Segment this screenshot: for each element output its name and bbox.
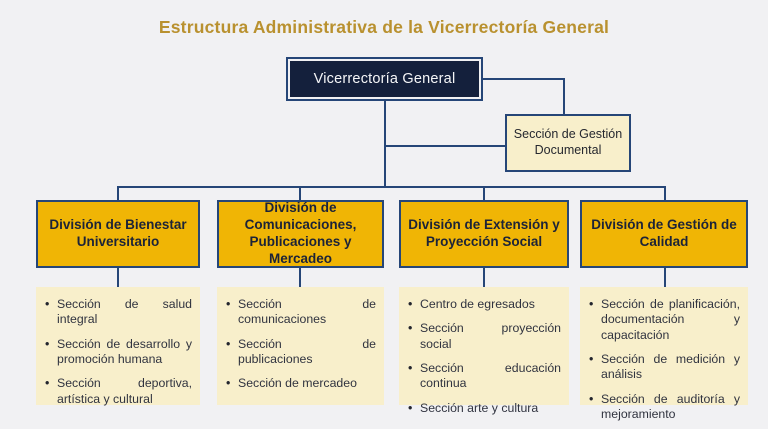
connector-distribution-horizontal [117,186,666,188]
node-division-comunicaciones-publicaciones-mercadeo: División de Comunicaciones, Publicacione… [217,200,384,268]
section-item: Sección de medición y análisis [586,352,740,383]
connector-division-1-to-list [117,268,119,287]
node-division-extension-proyeccion-social: División de Extensión y Proyección Socia… [399,200,569,268]
section-item: Sección de publicaciones [223,337,376,368]
section-item: Sección educación continua [405,361,561,392]
connector-root-to-side-horizontal [483,78,565,80]
node-seccion-gestion-documental: Sección de Gestión Documental [505,114,631,172]
node-division-bienestar-universitario: División de Bienestar Universitario [36,200,200,268]
connector-division-2-to-list [299,268,301,287]
division-label: División de Gestión de Calidad [591,217,737,249]
node-vicerrectoria-general-label: Vicerrectoría General [313,71,456,87]
division-label: División de Bienestar Universitario [49,217,187,249]
section-item: Sección de salud integral [42,297,192,328]
section-item: Sección de comunicaciones [223,297,376,328]
list-comunicaciones-sections: Sección de comunicacionesSección de publ… [217,287,384,405]
node-division-gestion-calidad: División de Gestión de Calidad [580,200,748,268]
connector-trunk-vertical [384,101,386,187]
division-label: División de Comunicaciones, Publicacione… [244,200,357,266]
section-list: Sección de comunicacionesSección de publ… [223,297,376,392]
connector-side-drop-vertical [563,78,565,114]
section-list: Centro de egresadosSección proyección so… [405,297,561,417]
connector-division-3-to-list [483,268,485,287]
section-item: Centro de egresados [405,297,561,313]
node-seccion-gestion-documental-label: Sección de Gestión Documental [513,127,623,157]
section-item: Sección de planificación, documentación … [586,297,740,343]
section-item: Sección deportiva, artística y cultural [42,376,192,407]
page-title: Estructura Administrativa de la Vicerrec… [158,17,610,37]
section-item: Sección de auditoría y mejoramiento [586,392,740,423]
section-list: Sección de salud integralSección de desa… [42,297,192,407]
section-list: Sección de planificación, documentación … [586,297,740,423]
list-bienestar-universitario-sections: Sección de salud integralSección de desa… [36,287,200,407]
section-item: Sección de mercadeo [223,376,376,392]
connector-drop-division-4 [664,186,666,200]
node-vicerrectoria-general: Vicerrectoría General [286,57,483,101]
section-item: Sección proyección social [405,321,561,352]
connector-division-4-to-list [664,268,666,287]
connector-drop-division-3 [483,186,485,200]
connector-trunk-to-side-horizontal [384,145,505,147]
division-label: División de Extensión y Proyección Socia… [408,217,560,249]
list-extension-sections: Centro de egresadosSección proyección so… [399,287,569,417]
section-item: Sección arte y cultura [405,401,561,417]
list-gestion-calidad-sections: Sección de planificación, documentación … [580,287,748,421]
connector-drop-division-1 [117,186,119,200]
connector-drop-division-2 [299,186,301,200]
section-item: Sección de desarrollo y promoción humana [42,337,192,368]
